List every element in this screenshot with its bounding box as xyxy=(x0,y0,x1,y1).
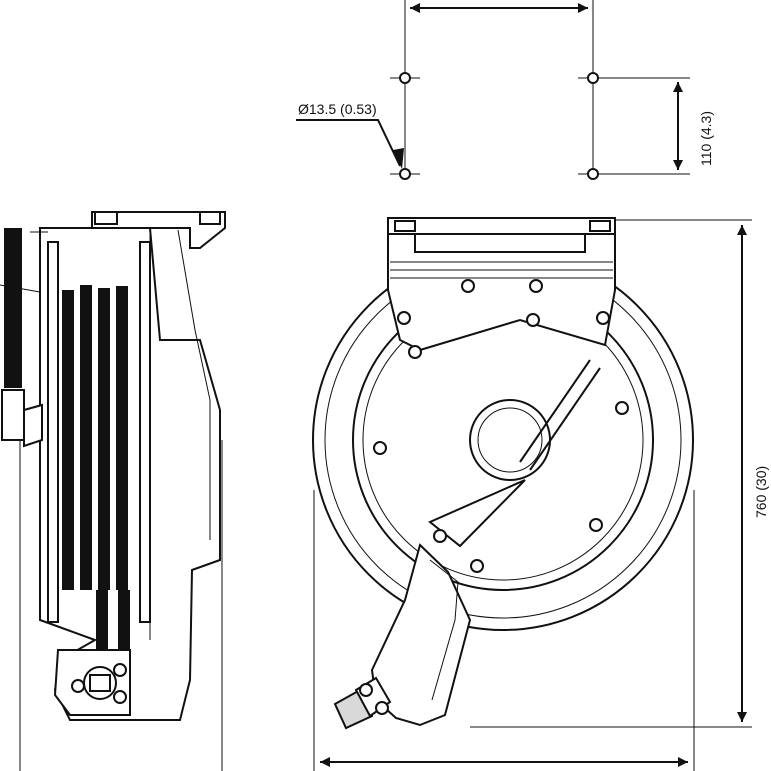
mount-hole xyxy=(587,72,599,84)
mounting-bracket xyxy=(387,217,616,359)
hose-coil xyxy=(98,288,110,590)
mount-hole xyxy=(399,72,411,84)
hole-spacing-label: 110 (4.3) xyxy=(698,111,714,166)
reel-hub xyxy=(373,359,629,573)
hose-end xyxy=(333,676,392,730)
guide-arm xyxy=(370,543,472,727)
overall-height-label: 760 (30) xyxy=(753,466,769,518)
mount-hole xyxy=(587,168,599,180)
hose-coil xyxy=(80,285,92,590)
mounting-hole-pattern xyxy=(296,0,690,180)
inlet-hose xyxy=(4,228,22,388)
mount-hole xyxy=(399,168,411,180)
side-view xyxy=(0,211,226,771)
front-view xyxy=(312,217,752,771)
hose-coil xyxy=(116,286,128,590)
hole-diameter-label: Ø13.5 (0.53) xyxy=(298,101,377,117)
hose-coil xyxy=(62,290,74,590)
